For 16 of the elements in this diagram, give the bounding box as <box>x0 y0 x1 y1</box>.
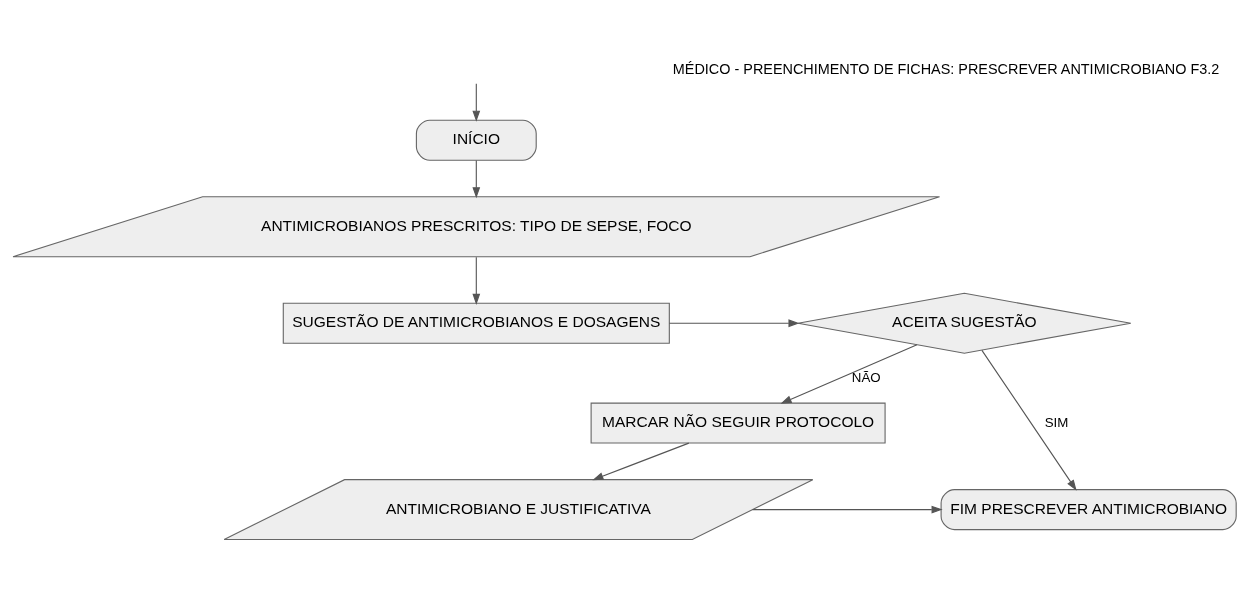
edge-label: SIM <box>1044 414 1069 430</box>
node-diamond: ACEITA SUGESTÃO <box>797 292 1132 354</box>
arrow <box>780 344 918 404</box>
arrow <box>981 349 1077 491</box>
node-box: SUGESTÃO DE ANTIMICROBIANOS E DOSAGENS <box>282 302 670 344</box>
arrow <box>472 159 481 199</box>
node-box: FIM PRESCREVER ANTIMICROBIANO <box>940 489 1237 531</box>
node-box: INÍCIO <box>415 119 537 161</box>
edge-label: NÃO <box>851 369 881 385</box>
diagram-title: MÉDICO - PREENCHIMENTO DE FICHAS: PRESCREVER ANTIMICROBIANO F3.2 <box>672 61 1220 78</box>
arrow <box>752 505 943 514</box>
arrow <box>472 256 481 305</box>
node-box: MARCAR NÃO SEGUIR PROTOCOLO <box>590 402 886 444</box>
arrow <box>668 319 800 328</box>
arrow <box>592 442 690 481</box>
arrow <box>472 83 481 122</box>
